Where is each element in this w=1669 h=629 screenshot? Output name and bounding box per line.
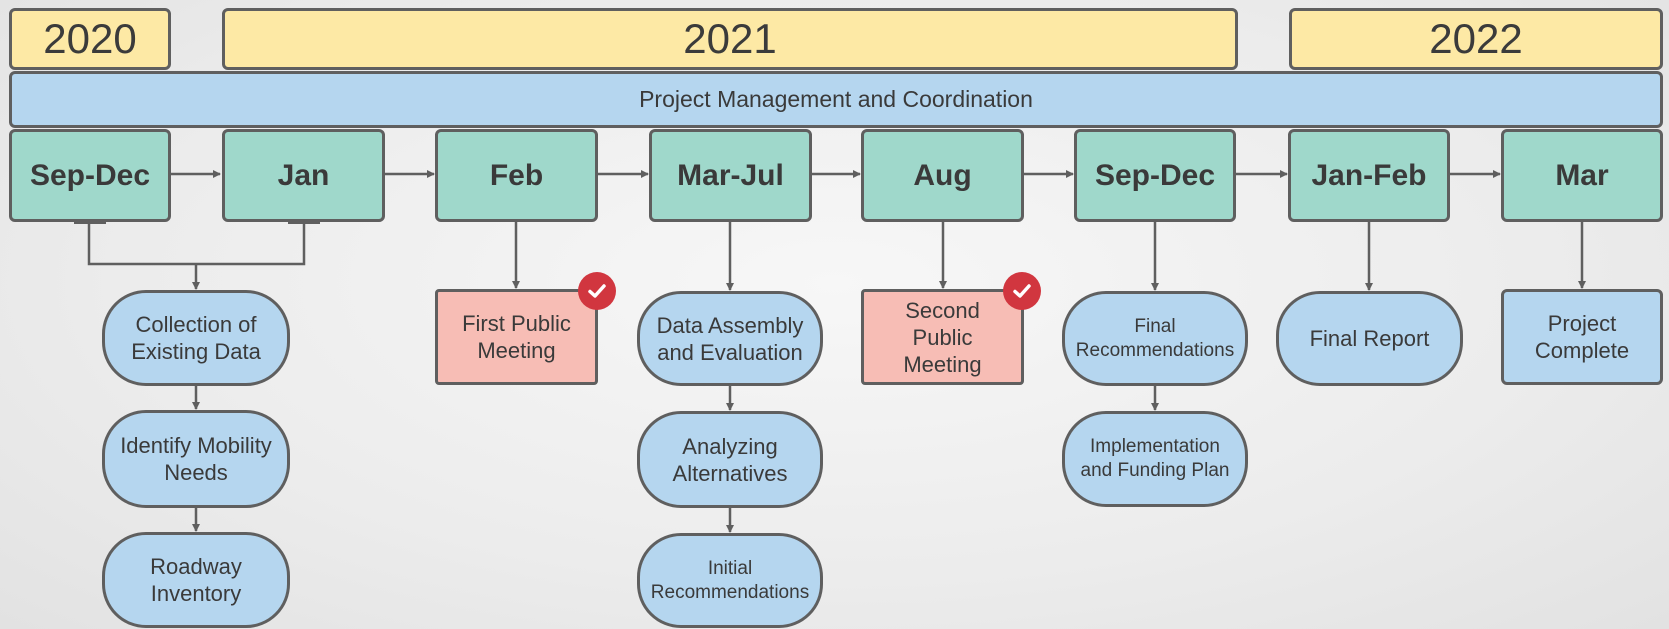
phase-sep-dec-2021: Sep-Dec (1074, 129, 1236, 222)
task-final-recommendations: Final Recommendations (1062, 291, 1248, 386)
milestone-project-complete: Project Complete (1501, 289, 1663, 385)
year-2022: 2022 (1289, 8, 1663, 70)
checkmark-icon (578, 272, 616, 310)
milestone-first-public-meeting: First Public Meeting (435, 289, 598, 385)
task-implementation-funding-plan: Implementation and Funding Plan (1062, 411, 1248, 507)
phase-mar-2022: Mar (1501, 129, 1663, 222)
phase-feb-2021: Feb (435, 129, 598, 222)
task-collection-existing-data: Collection of Existing Data (102, 290, 290, 386)
phase-jan-feb-2022: Jan-Feb (1288, 129, 1450, 222)
checkmark-icon (1003, 272, 1041, 310)
task-roadway-inventory: Roadway Inventory (102, 532, 290, 628)
phase-jan-2021: Jan (222, 129, 385, 222)
task-final-report: Final Report (1276, 291, 1463, 386)
phase-aug-2021: Aug (861, 129, 1024, 222)
task-initial-recommendations: Initial Recommendations (637, 533, 823, 628)
milestone-second-public-meeting: Second Public Meeting (861, 289, 1024, 385)
task-analyzing-alternatives: Analyzing Alternatives (637, 411, 823, 508)
task-identify-mobility-needs: Identify Mobility Needs (102, 410, 290, 508)
year-2021: 2021 (222, 8, 1238, 70)
year-2020: 2020 (9, 8, 171, 70)
phase-mar-jul-2021: Mar-Jul (649, 129, 812, 222)
project-management-bar: Project Management and Coordination (9, 71, 1663, 128)
task-data-assembly-evaluation: Data Assembly and Evaluation (637, 291, 823, 386)
phase-sep-dec-2020: Sep-Dec (9, 129, 171, 222)
